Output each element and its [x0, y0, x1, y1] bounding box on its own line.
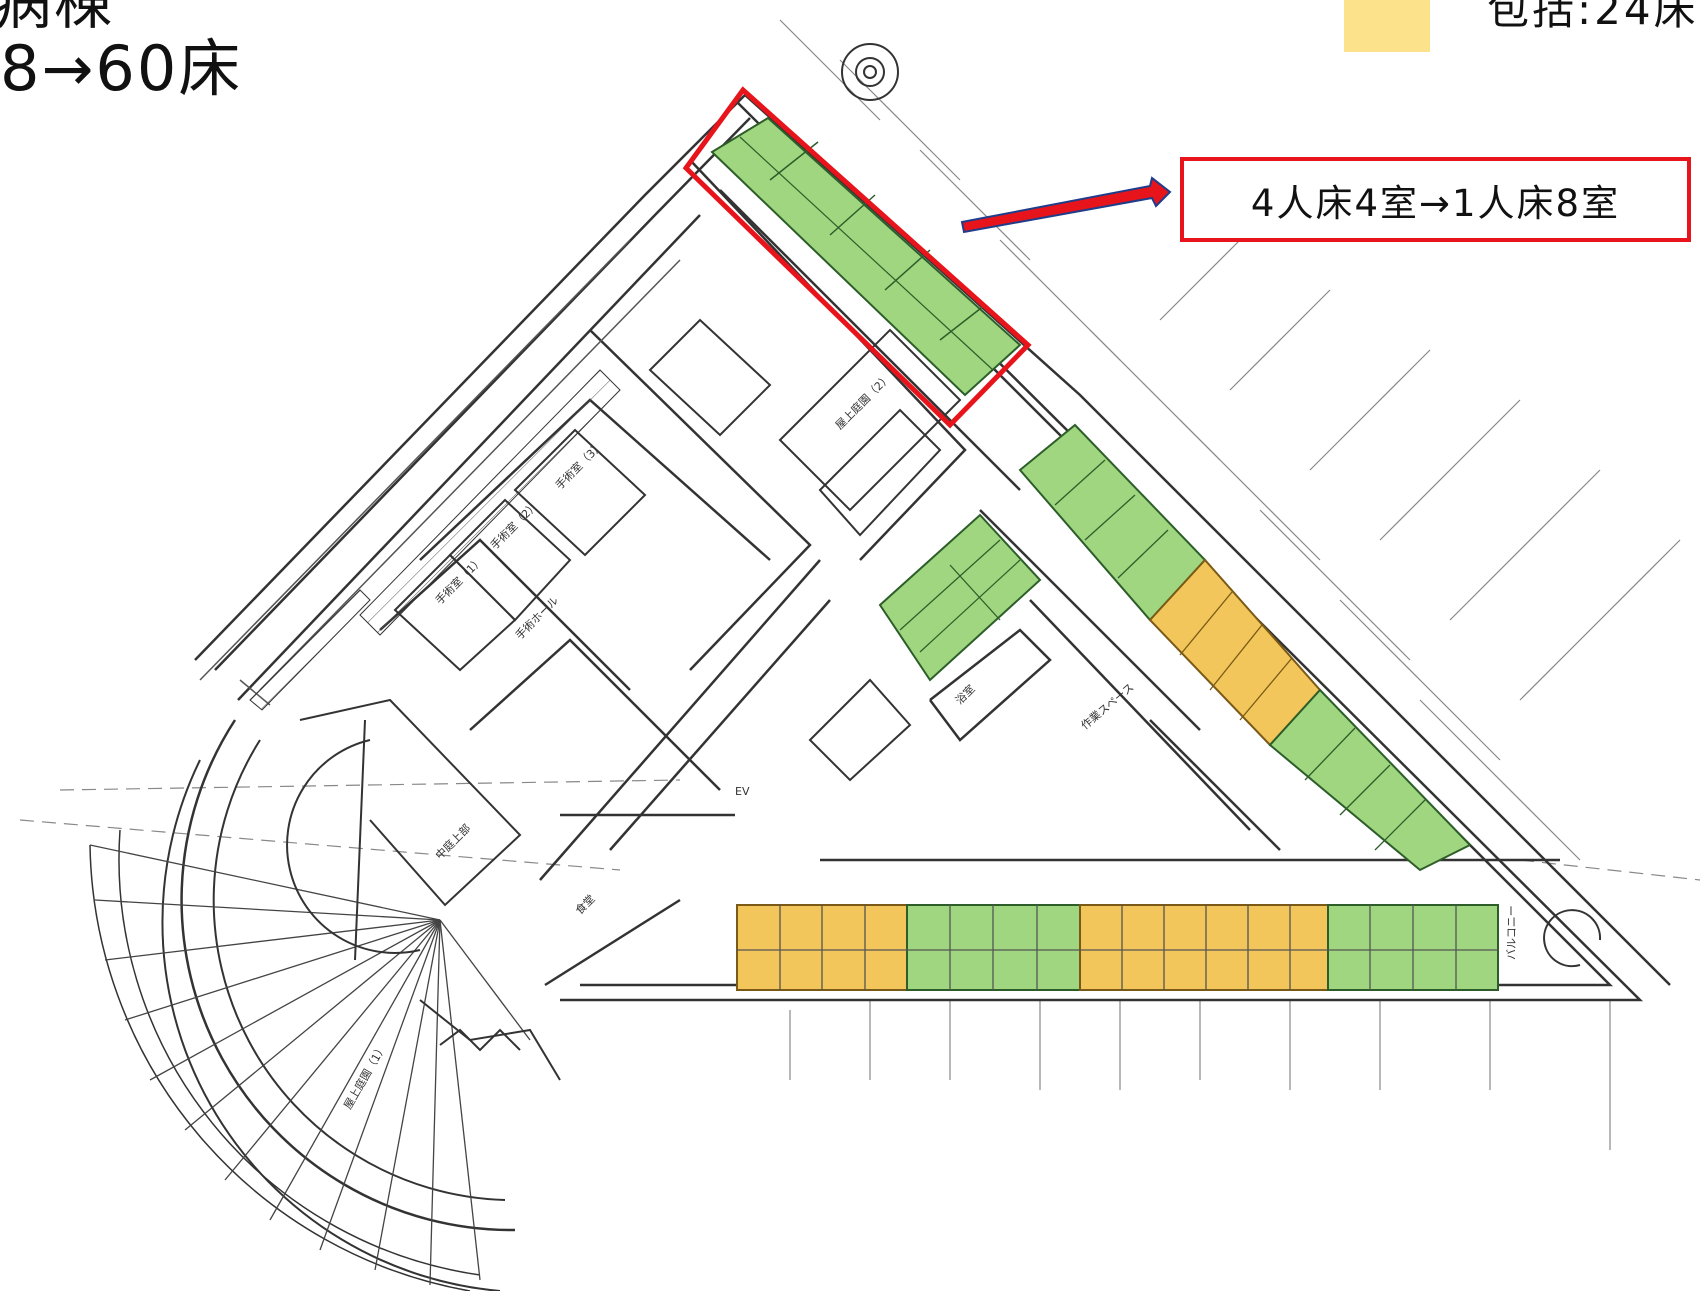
plan-label: 中庭上部	[432, 821, 473, 862]
legend-label-comprehensive: 包括:24床	[1487, 0, 1699, 34]
stair-circle	[841, 43, 1602, 968]
round-tower	[89, 698, 561, 1291]
plan-label: 食堂	[572, 892, 597, 917]
plan-label: 手術ホール	[512, 593, 561, 642]
hatched-strips	[249, 369, 621, 711]
plan-label: バルコニー	[1505, 905, 1518, 960]
legend-swatch-comprehensive	[1344, 0, 1430, 52]
plan-label: EV	[735, 785, 750, 798]
slide-title: 病棟	[0, 0, 115, 37]
highlight-box	[682, 86, 1032, 429]
ward-block-general-right-lower	[1268, 688, 1472, 872]
plan-label: 浴室	[952, 682, 977, 707]
ward-row-bottom	[736, 904, 1499, 991]
bed-count-change: 8→60床	[0, 32, 243, 105]
callout-box: 4人床4室→1人床8室	[1180, 157, 1691, 242]
plan-label: 作業スペース	[1079, 681, 1137, 733]
arrow	[960, 176, 1172, 234]
operating-rooms	[393, 318, 962, 782]
ward-block-general-center	[878, 513, 1042, 682]
ward-block-general-top	[710, 116, 1022, 397]
slab-lines	[199, 239, 681, 706]
